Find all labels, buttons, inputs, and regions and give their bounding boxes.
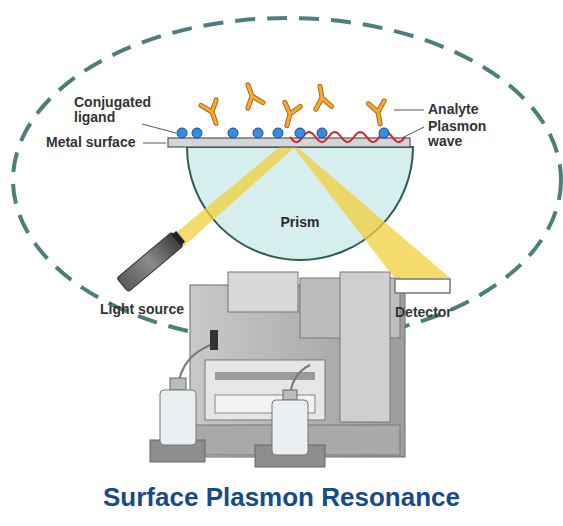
node-label: Prism (187, 215, 413, 230)
part-label: Analyte (428, 102, 479, 117)
ligand-dot (317, 128, 327, 138)
ligand-dot (273, 128, 283, 138)
ligand-dot (253, 128, 263, 138)
diagram-title: Surface Plasmon Resonance (0, 482, 563, 512)
antibody (312, 85, 332, 109)
part-label: Plasmon wave (428, 119, 500, 149)
part-label: Detector (395, 305, 452, 320)
analyte-group (201, 82, 388, 128)
spr-instrument (150, 272, 405, 467)
detector (395, 279, 450, 293)
light-source (117, 229, 187, 292)
leader-lines (142, 110, 424, 143)
antibody (201, 100, 224, 126)
ligand-dot (177, 128, 187, 138)
ligand-dot (228, 128, 238, 138)
ligand-dot (192, 128, 202, 138)
ligand-group (177, 128, 389, 138)
antibody (279, 102, 300, 127)
part-label: Light source (100, 302, 184, 317)
antibody (368, 101, 388, 125)
boundary-ellipse (13, 18, 561, 342)
antibody (240, 82, 263, 108)
ligand-dot (379, 128, 389, 138)
part-label: Metal surface (46, 135, 135, 150)
incident-beam (172, 140, 296, 246)
ligand-dot (295, 128, 305, 138)
reflected-beam (288, 140, 450, 280)
part-label: Conjugated ligand (74, 95, 166, 125)
